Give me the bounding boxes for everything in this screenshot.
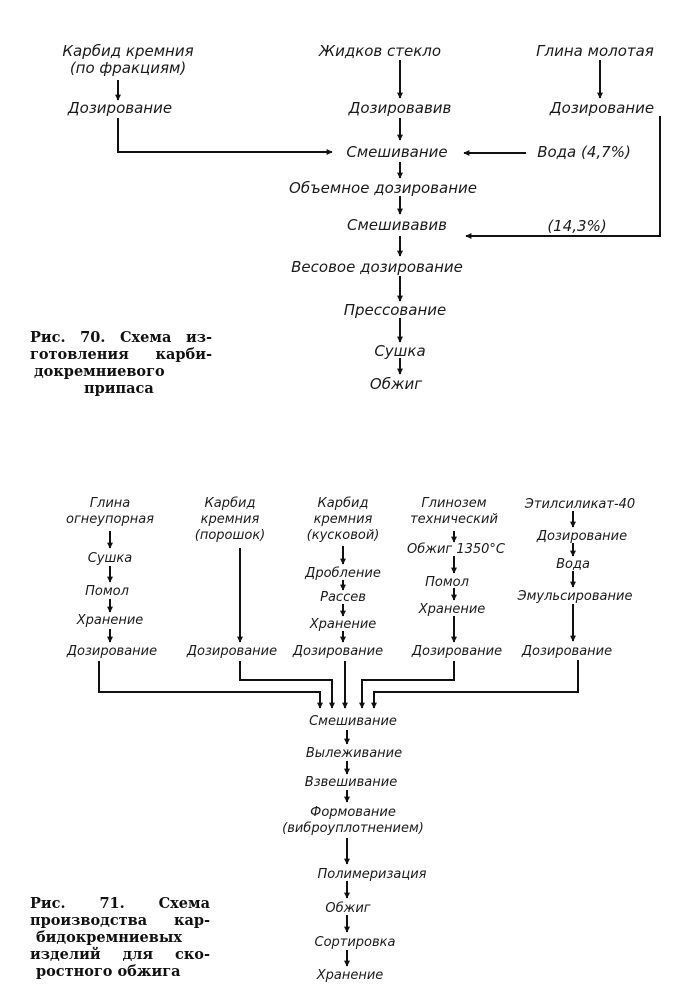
node-alumina-grinding: Помол [425,575,469,590]
node-alumina: Глинозем технический [410,496,498,528]
caption-71-line5: ростного обжига [36,963,181,980]
node-alumina-firing: Обжиг 1350°С [406,542,506,557]
node-drying: Сушка [374,342,426,360]
node-sic-powder-dosing: Дозирование [186,644,278,659]
caption-70-word: карби- [155,346,212,363]
node-dosing-right: Дозирование [549,99,655,117]
caption-70-word: готовления [30,346,129,363]
node-ethyl-dosing: Дозирование [536,529,628,544]
node-alumina-line2: технический [410,512,498,527]
node-sic-fractions: Карбид кремния (по фракциям) [62,43,193,77]
caption-71-line2: производства кар- [30,912,210,929]
node-clay-drying: Сушка [87,551,133,566]
node-ethyl-dosing-2: Дозирование [521,644,613,659]
caption-70-line2: готовления карби- [30,346,212,363]
node-water: Вода (4,7%) [537,143,631,161]
node-alumina-dosing: Дозирование [411,644,503,659]
node-forming-line1: Формование [310,805,396,820]
caption-71-line4: изделий для ско- [30,946,210,963]
node-sorting: Сортировка [314,935,396,950]
node-pct-14: (14,3%) [547,217,607,235]
caption-71-word: Схема [158,895,210,912]
node-sic-powder-line3: (порошок) [194,528,266,543]
figure-71-caption: Рис. 71. Схема производства кар- бидокре… [30,895,210,980]
node-aging: Вылеживание [305,746,403,761]
node-refractory-clay: Глина огнеупорная [66,496,154,528]
node-alumina-storage: Хранение [418,602,486,617]
node-forming-line2: (виброуплотнением) [282,821,424,836]
node-firing-71: Обжиг [325,901,371,916]
caption-71-line1: Рис. 71. Схема [30,895,210,912]
arrow-powder-dosing-to-mixing [239,661,335,709]
node-sic-lump-line2: кремния [313,512,373,527]
node-sic-lump-line1: Карбид [317,496,369,511]
node-ethyl-emulsification: Эмульсирование [517,589,633,604]
figure-70-caption: Рис. 70. Схема из- готовления карби- док… [30,329,212,397]
node-refractory-clay-line1: Глина [89,496,131,511]
node-pressing: Прессование [343,301,447,319]
node-sic-fractions-line1: Карбид кремния [62,42,194,60]
node-mixing-1: Смешивание [346,143,448,161]
node-liquid-glass: Жидков стекло [318,42,442,60]
node-dosing-center: Дозировавив [348,99,452,117]
node-sic-dosing: Дозирование [292,644,384,659]
caption-70-line1: Рис. 70. Схема из- [30,329,212,346]
caption-70-word: Рис. [30,329,66,346]
node-polymerization: Полимеризация [317,867,427,882]
node-sic-lump: Карбид кремния (кусковой) [307,496,380,544]
node-sic-sieving: Рассев [320,590,366,605]
node-sic-storage: Хранение [309,617,377,632]
node-sic-crushing: Дробление [305,566,381,581]
node-volumetric-dosing: Объемное дозирование [289,179,477,197]
arrow-left-dosing-to-mixing [117,118,333,155]
node-clay-grinding: Помол [85,584,129,599]
arrow-clay-dosing-to-mixing [98,661,323,709]
node-ethyl-water: Вода [556,557,590,572]
caption-70-line3: докремниевого [34,363,165,380]
arrow-clay-dosing-to-mixing [465,116,661,239]
node-mixing-2: Смешивавив [347,216,447,234]
node-weighing: Взвешивание [304,775,398,790]
arrow-ethyl-dosing-to-mixing [371,660,579,709]
caption-70-line4: припаса [84,380,154,397]
node-weight-dosing: Весовое дозирование [291,258,463,276]
caption-71-word: 71. [99,895,125,912]
caption-70-word: Схема [119,329,172,346]
node-clay-storage: Хранение [76,613,144,628]
node-sic-powder-line2: кремния [200,512,260,527]
node-sic-powder: Карбид кремния (порошок) [195,496,266,544]
node-refractory-clay-line2: огнеупорная [66,512,154,527]
node-sic-lump-line3: (кусковой) [306,528,380,543]
node-firing: Обжиг [369,375,423,393]
node-sic-powder-line1: Карбид [204,496,256,511]
arrow-alumina-dosing-to-mixing [359,661,455,709]
caption-71-line3: бидокремниевых [36,929,183,946]
caption-70-word: 70. [80,329,106,346]
node-ground-clay: Глина молотая [536,42,654,60]
node-mixing: Смешивание [309,714,397,729]
node-dosing-left: Дозирование [67,99,173,117]
caption-71-word: Рис. [30,895,66,912]
node-forming: Формование (виброуплотнением) [282,805,424,837]
node-clay-dosing: Дозирование [66,644,158,659]
node-storage: Хранение [316,968,384,983]
node-sic-fractions-line2: (по фракциям) [69,59,187,77]
node-ethylsilicate: Этилсиликат-40 [524,497,636,512]
node-alumina-line1: Глинозем [421,496,487,511]
caption-70-word: из- [185,329,212,346]
